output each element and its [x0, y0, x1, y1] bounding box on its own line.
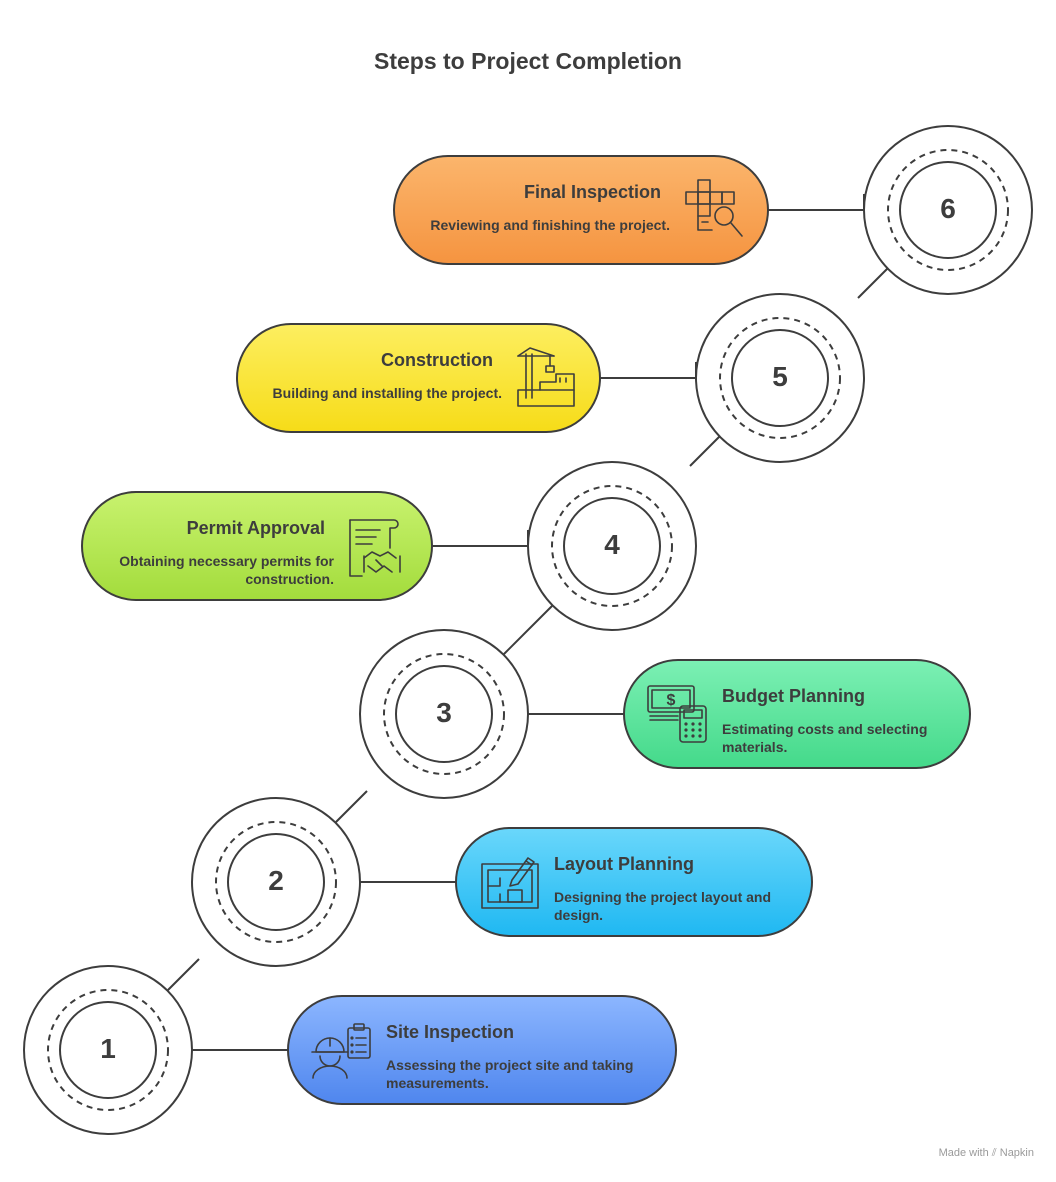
step-card-2: [455, 827, 813, 937]
link-5: [600, 362, 697, 379]
money-calculator-icon: $: [647, 685, 707, 743]
step-card-6: [393, 155, 769, 265]
step-circle-2: [191, 797, 361, 967]
step-card-5: [236, 323, 601, 433]
connector-5-6: [857, 266, 890, 299]
step-circle-5: [695, 293, 865, 463]
connector-1-2: [167, 958, 200, 991]
connector-3-4: [503, 605, 553, 655]
inspector-checklist-icon: [311, 1023, 371, 1079]
step-circle-3: [359, 629, 529, 799]
blueprint-magnifier-icon: [685, 179, 743, 237]
step-card-1: [287, 995, 677, 1105]
step-card-4: [81, 491, 433, 601]
connector-2-3: [335, 790, 368, 823]
link-4: [432, 530, 529, 547]
step-description-2: Designing the project layout and design.: [554, 889, 772, 923]
step-number-5: 5: [772, 361, 788, 392]
made-with-credit[interactable]: Made with ⫽ Napkin: [939, 1147, 1034, 1160]
step-number-6: 6: [940, 193, 956, 224]
step-circle-1: [23, 965, 193, 1135]
crane-building-icon: [517, 347, 575, 407]
step-card-3: [623, 659, 971, 769]
step-title-6: Final Inspection: [523, 182, 661, 202]
step-description-5: Building and installing the project.: [272, 385, 502, 401]
page-title: Steps to Project Completion: [374, 48, 682, 74]
step-circle-4: [527, 461, 697, 631]
link-6: [768, 194, 865, 211]
step-title-5: Construction: [381, 350, 493, 370]
svg-text:$: $: [667, 692, 676, 709]
credit-prefix: Made with: [938, 1147, 989, 1159]
step-number-4: 4: [604, 529, 620, 560]
step-description-3: Estimating costs and selecting materials…: [722, 721, 928, 755]
credit-brand: Napkin: [999, 1147, 1034, 1159]
blueprint-pencil-icon: [481, 857, 539, 909]
step-title-1: Site Inspection: [386, 1022, 515, 1042]
step-number-1: 1: [100, 1033, 116, 1064]
connector-4-5: [689, 434, 722, 467]
step-number-3: 3: [436, 697, 452, 728]
step-number-2: 2: [268, 865, 284, 896]
step-title-3: Budget Planning: [722, 686, 865, 706]
step-title-2: Layout Planning: [554, 854, 695, 874]
step-circle-6: [863, 125, 1033, 295]
step-description-4: Obtaining necessary permits for construc…: [119, 553, 334, 587]
step-description-6: Reviewing and finishing the project.: [430, 217, 670, 233]
napkin-logo-icon: ⫽: [991, 1147, 997, 1159]
document-handshake-icon: [349, 519, 401, 577]
step-title-4: Permit Approval: [186, 518, 325, 538]
step-description-1: Assessing the project site and taking me…: [386, 1057, 634, 1091]
